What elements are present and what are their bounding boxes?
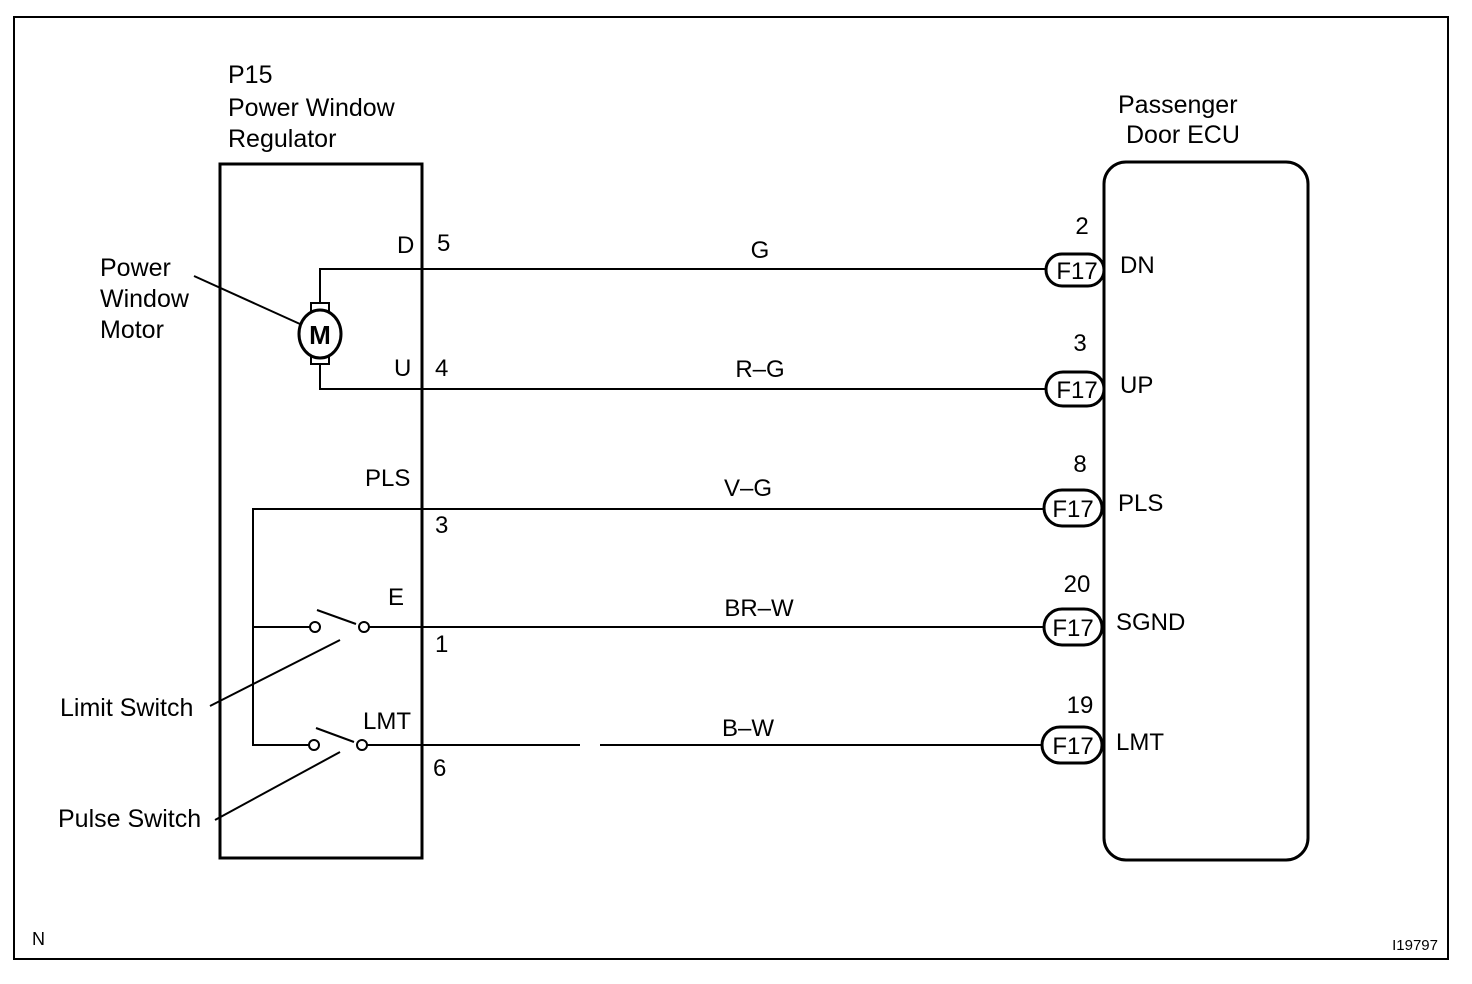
ecu-pin-2: 3 bbox=[1073, 330, 1086, 357]
regulator-terminal-u: U bbox=[394, 355, 411, 382]
regulator-terminal-pls: PLS bbox=[365, 465, 410, 492]
ecu-connector-lmt: F17 bbox=[1040, 725, 1104, 765]
ecu-terminal-2: UP bbox=[1120, 372, 1153, 399]
limit-switch-label: Limit Switch bbox=[60, 694, 193, 722]
motor-symbol: M bbox=[297, 268, 422, 390]
ecu-name-line2: Door ECU bbox=[1126, 121, 1240, 149]
switch-circuit bbox=[252, 508, 422, 751]
wire-color-1: G bbox=[751, 237, 770, 264]
connector-code-2: F17 bbox=[1056, 377, 1097, 404]
ecu-box bbox=[1102, 160, 1310, 862]
ecu-connector-dn: F17 bbox=[1044, 252, 1106, 288]
wire-color-3: V–G bbox=[724, 475, 772, 502]
wire-runs bbox=[422, 268, 1046, 746]
regulator-code: P15 bbox=[228, 61, 272, 89]
figure-id: I19797 bbox=[1392, 937, 1438, 954]
regulator-terminal-d: D bbox=[397, 232, 414, 259]
ecu-pin-1: 2 bbox=[1075, 213, 1088, 240]
ecu-pin-5: 19 bbox=[1067, 692, 1094, 719]
ecu-connector-sgnd: F17 bbox=[1042, 607, 1104, 647]
regulator-pin-5: 5 bbox=[437, 230, 450, 257]
connector-code-5: F17 bbox=[1052, 733, 1093, 760]
regulator-pin-4: 4 bbox=[435, 355, 448, 382]
motor-label-line3: Motor bbox=[100, 316, 164, 344]
ecu-pin-4: 20 bbox=[1064, 571, 1091, 598]
ecu-name-line1: Passenger bbox=[1118, 91, 1238, 119]
wire-color-4: BR–W bbox=[724, 595, 794, 622]
pulse-switch-leader bbox=[214, 751, 341, 821]
limit-switch-leader bbox=[209, 639, 341, 707]
regulator-pin-3: 3 bbox=[435, 512, 448, 539]
ecu-terminal-5: LMT bbox=[1116, 729, 1164, 756]
wire-color-5: B–W bbox=[722, 715, 774, 742]
motor-label-line2: Window bbox=[100, 285, 190, 313]
regulator-box bbox=[218, 162, 424, 860]
ecu-connector-up: F17 bbox=[1044, 370, 1106, 408]
pulse-switch-label: Pulse Switch bbox=[58, 805, 201, 833]
ecu-terminal-1: DN bbox=[1120, 252, 1155, 279]
ecu-connector-pls: F17 bbox=[1042, 488, 1104, 528]
ecu-terminal-4: SGND bbox=[1116, 609, 1185, 636]
wire-color-2: R–G bbox=[735, 356, 784, 383]
connector-code-3: F17 bbox=[1052, 496, 1093, 523]
regulator-pin-6: 6 bbox=[433, 755, 446, 782]
motor-label-line1: Power bbox=[100, 254, 171, 282]
ecu-terminal-3: PLS bbox=[1118, 490, 1163, 517]
connector-code-4: F17 bbox=[1052, 615, 1093, 642]
regulator-name-line1: Power Window bbox=[228, 94, 396, 122]
motor-letter: M bbox=[309, 320, 331, 350]
diagram-frame bbox=[13, 16, 1449, 960]
connector-code-1: F17 bbox=[1056, 258, 1097, 285]
corner-mark: N bbox=[32, 929, 45, 949]
motor-leader-line bbox=[193, 275, 301, 325]
regulator-name-line2: Regulator bbox=[228, 125, 336, 153]
regulator-pin-1: 1 bbox=[435, 631, 448, 658]
regulator-terminal-e: E bbox=[388, 584, 404, 611]
ecu-pin-3: 8 bbox=[1073, 451, 1086, 478]
regulator-terminal-lmt: LMT bbox=[363, 708, 411, 735]
